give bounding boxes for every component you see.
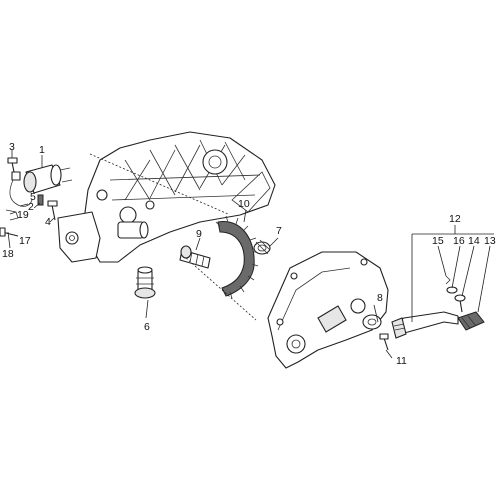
starter-pinion [134, 266, 156, 299]
callout-9: 9 [196, 228, 202, 240]
callout-10: 10 [238, 198, 250, 210]
callout-labels: 1 3 2 5 4 19 17 18 6 9 10 7 8 11 12 15 1… [2, 141, 496, 367]
callout-19: 19 [17, 209, 29, 221]
crankshaft-stub [117, 221, 149, 239]
pivot-pin-14 [454, 294, 466, 313]
clip-15 [445, 275, 451, 285]
callout-11: 11 [396, 355, 407, 367]
callout-1: 1 [39, 144, 45, 156]
callout-6: 6 [144, 321, 150, 333]
starter-cable [9, 171, 33, 207]
callout-2: 2 [28, 201, 34, 213]
kickstart-sector-gear [215, 215, 259, 299]
screw-17-18 [0, 227, 19, 237]
callout-4: 4 [45, 216, 51, 228]
return-spring [253, 239, 271, 255]
callout-3: 3 [9, 141, 15, 153]
kickstart-lever [391, 311, 459, 339]
callout-12: 12 [449, 213, 461, 225]
callout-14: 14 [468, 235, 480, 247]
callout-18: 18 [2, 248, 14, 260]
callout-13: 13 [484, 235, 496, 247]
callout-5: 5 [30, 191, 36, 203]
oil-seal [362, 314, 382, 330]
callout-7: 7 [276, 225, 282, 237]
bolt-4 [47, 200, 58, 221]
leader-lines [7, 150, 494, 359]
kickstart-shaft [179, 245, 211, 269]
starter-motor [23, 164, 73, 194]
callout-15: 15 [432, 235, 444, 247]
engine-mount-bracket [57, 211, 101, 263]
transmission-cover [267, 251, 389, 369]
screw-3 [7, 157, 18, 173]
clip-19 [5, 209, 19, 221]
bolt-11 [379, 333, 389, 351]
callout-8: 8 [377, 292, 383, 304]
lever-pedal [457, 311, 485, 331]
callout-16: 16 [453, 235, 465, 247]
callout-17: 17 [19, 235, 31, 247]
bolt-5 [37, 194, 44, 206]
